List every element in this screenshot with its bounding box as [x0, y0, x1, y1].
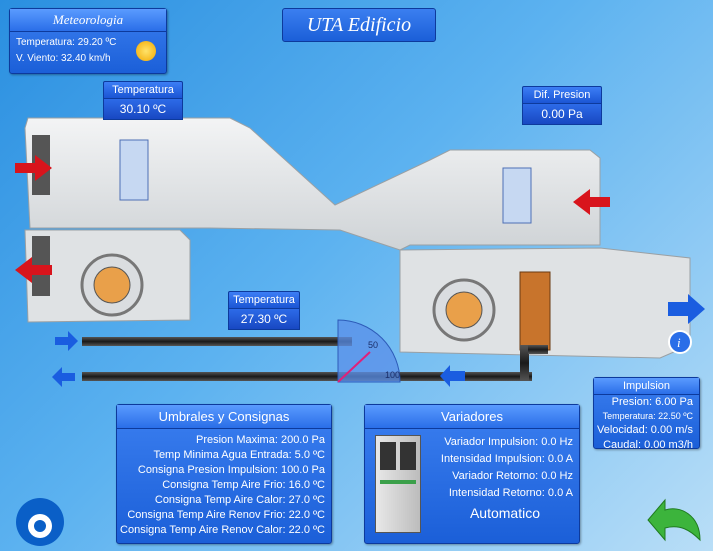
variadores-line: Variador Impulsion: 0.0 Hz [444, 436, 573, 448]
svg-text:i: i [677, 335, 681, 350]
meteo-temperature: Temperatura: 29.20 ºC [16, 37, 117, 48]
back-arrow-icon[interactable] [647, 498, 701, 542]
temp-top-value: 30.10 ºC [103, 99, 183, 120]
umbrales-line: Consigna Temp Aire Frio: 16.0 ºC [162, 479, 325, 491]
impulsion-title: Impulsion [594, 378, 699, 395]
umbrales-line: Temp Minima Agua Entrada: 5.0 ºC [153, 449, 325, 461]
meteo-title: Meteorologia [10, 9, 166, 32]
umbrales-line: Presion Maxima: 200.0 Pa [195, 434, 325, 446]
meteo-panel: Meteorologia Temperatura: 29.20 ºC V. Vi… [9, 8, 167, 74]
upper-duct [24, 117, 601, 251]
variadores-line: Variador Retorno: 0.0 Hz [452, 470, 573, 482]
umbrales-line: Consigna Temp Aire Renov Frio: 22.0 ºC [127, 509, 325, 521]
arrow-in-top-left [15, 155, 52, 181]
umbrales-title: Umbrales y Consignas [117, 405, 331, 429]
info-icon[interactable] [668, 330, 692, 354]
pipe-return [82, 372, 532, 381]
impulsion-presion: Presion: 6.00 Pa [611, 396, 693, 408]
dif-presion-value: 0.00 Pa [522, 104, 602, 125]
umbrales-line: Consigna Temp Aire Renov Calor: 22.0 ºC [120, 524, 325, 536]
umbrales-line: Consigna Temp Aire Calor: 27.0 ºC [154, 494, 325, 506]
mode-status: Automatico [469, 505, 541, 521]
arrow-out-right [668, 294, 705, 324]
meteo-wind: V. Viento: 32.40 km/h [16, 53, 111, 64]
impulsion-temperatura: Temperatura: 22.50 ºC [602, 411, 693, 421]
temp-top-box: Temperatura 30.10 ºC [103, 81, 183, 120]
variadores-panel: Variadores Variador Impulsion: 0.0 Hz In… [364, 404, 580, 544]
dif-presion-label: Dif. Presion [522, 86, 602, 104]
arrow-pipe-in [55, 331, 78, 351]
arrow-in-right-top [573, 189, 610, 215]
valve-tick-50: 50 [368, 340, 378, 350]
page-title: UTA Edificio [282, 8, 436, 42]
drive-image [375, 435, 421, 533]
temp-mid-box: Temperatura 27.30 ºC [228, 291, 300, 330]
umbrales-line: Consigna Presion Impulsion: 100.0 Pa [137, 464, 325, 476]
arrow-out-bottom-left [15, 257, 52, 283]
filter-right [502, 167, 532, 224]
impulsion-panel: Impulsion Presion: 6.00 Pa Temperatura: … [593, 377, 700, 451]
temp-mid-label: Temperatura [228, 291, 300, 309]
variadores-line: Intensidad Retorno: 0.0 A [448, 487, 573, 499]
coil [519, 271, 551, 351]
pipe-supply [82, 337, 352, 346]
variadores-line: Intensidad Impulsion: 0.0 A [440, 453, 573, 465]
arrow-pipe-return [440, 365, 465, 387]
temp-top-label: Temperatura [103, 81, 183, 99]
impulsion-velocidad: Velocidad: 0.00 m/s [596, 424, 693, 436]
arrow-pipe-out [52, 367, 75, 387]
umbrales-panel: Umbrales y Consignas Presion Maxima: 200… [116, 404, 332, 544]
valve-tick-100: 100 [385, 370, 400, 380]
impulsion-caudal: Caudal: 0.00 m3/h [603, 439, 693, 451]
filter-left [119, 139, 149, 201]
temp-mid-value: 27.30 ºC [228, 309, 300, 330]
variadores-title: Variadores [365, 405, 579, 429]
dif-presion-box: Dif. Presion 0.00 Pa [522, 86, 602, 125]
sun-icon [136, 41, 156, 61]
